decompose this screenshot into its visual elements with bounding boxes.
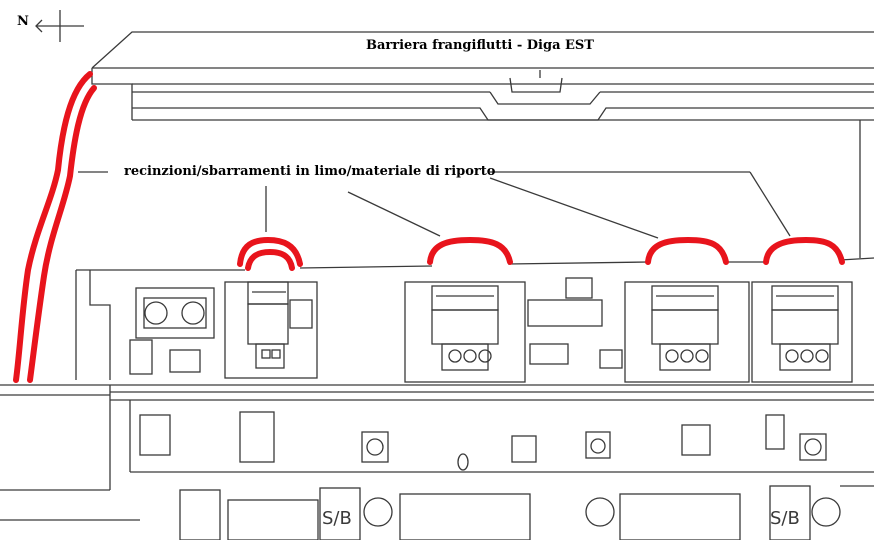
reactor-unit-1 <box>224 281 318 379</box>
reactor-unit-3 <box>599 281 750 383</box>
reactor-unit-4 <box>751 281 853 383</box>
fence-annotation-label: recinzioni/sbarramenti in limo/materiale… <box>124 164 496 179</box>
left-equipment-block <box>129 287 215 375</box>
fence-highlight-unit-1-inner <box>245 249 295 271</box>
north-arrow-label: N <box>17 14 29 29</box>
north-arrow-icon <box>35 10 84 42</box>
breakwater-structure <box>91 31 874 258</box>
breakwater-title: Barriera frangiflutti - Diga EST <box>366 38 594 53</box>
sb-label-right: S/B <box>770 508 800 529</box>
fence-highlight-unit-3 <box>645 237 729 265</box>
plant-outline <box>0 257 874 521</box>
fence-highlight-unit-4 <box>763 237 845 265</box>
fence-highlight-left <box>13 71 93 383</box>
turbine-hall <box>139 411 827 471</box>
reactor-unit-2 <box>404 277 603 383</box>
label-leader-lines <box>78 171 791 239</box>
fence-highlight-unit-1 <box>237 237 303 267</box>
fence-highlight-left-inner <box>27 85 97 383</box>
fence-highlight-unit-2 <box>427 237 513 265</box>
sb-label-left: S/B <box>322 508 352 529</box>
